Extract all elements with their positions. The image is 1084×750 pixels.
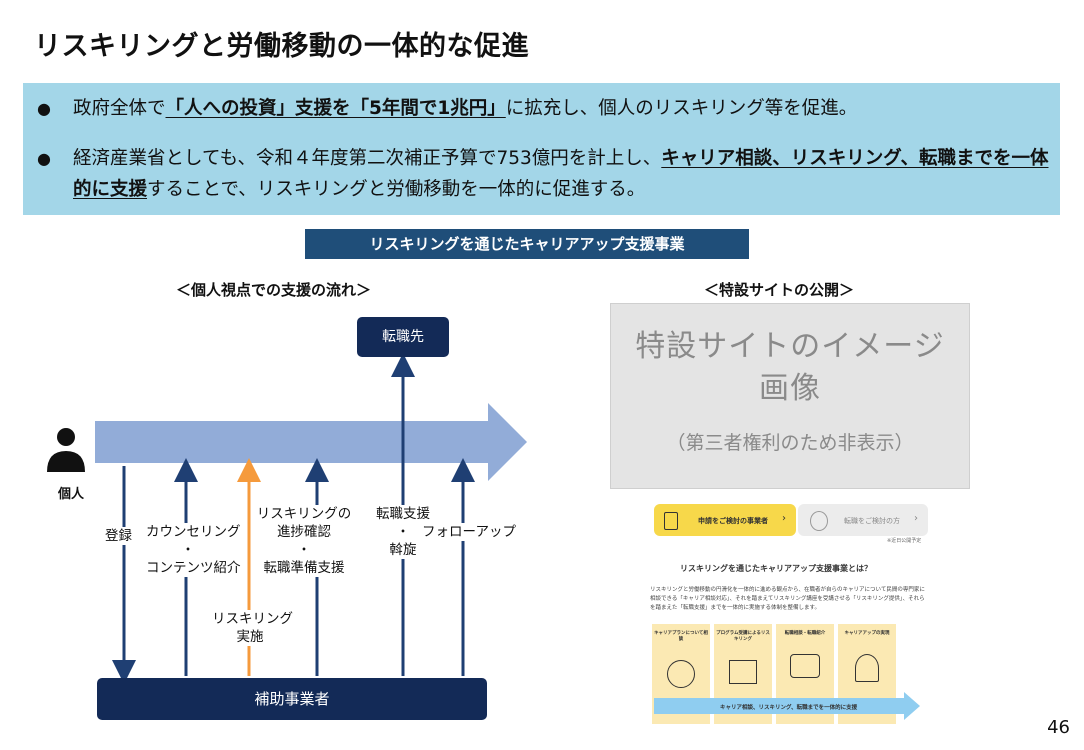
program-banner: リスキリングを通じたキャリアアップ支援事業 (305, 229, 749, 259)
summary-box: ● 政府全体で「人への投資」支援を「5年間で1兆円」に拡充し、個人のリスキリング… (23, 83, 1060, 215)
chevron-right-icon: › (782, 513, 786, 524)
followup-label: フォローアップ (422, 523, 516, 541)
placeholder-title: 特設サイトのイメージ 画像 (635, 329, 945, 406)
bullet2-emphasis: キャリア相談、リスキリング、転職までを一体的に支援 (73, 148, 1049, 200)
site-secondary-button[interactable]: 転職をご検討の方 › (798, 504, 928, 536)
reskilling-label: リスキリング 実施 (212, 610, 293, 646)
site-preview: 申請をご検討の事業者 › 転職をご検討の方 › ※近日公開予定 リスキリングを通… (640, 500, 940, 728)
study-icon (729, 660, 757, 684)
placeholder-subtitle: （第三者権利のため非表示） (666, 432, 914, 454)
site-footer-text: キャリア相談、リスキリング、転職までを一体的に支援 (720, 705, 858, 711)
site-footer-arrow (654, 692, 920, 720)
site-note: ※近日公開予定 (887, 538, 922, 544)
bullet1-emphasis: 「人への投資」支援を「5年間で1兆円」 (165, 98, 506, 119)
consultation-icon (667, 660, 695, 688)
journey-arrow (95, 403, 527, 481)
site-body-text: リスキリングと労働移動の円滑化を一体的に進める観点から、在職者が自らのキャリアに… (650, 587, 925, 611)
flow-heading: ＜個人視点での支援の流れ＞ (176, 281, 372, 299)
bullet1-text: 政府全体で (73, 98, 166, 119)
page-title: リスキリングと労働移動の一体的な促進 (34, 31, 529, 62)
destination-box: 転職先 (357, 317, 449, 357)
bullet1-text-end: に拡充し、個人のリスキリング等を促進。 (505, 98, 858, 119)
meeting-icon (790, 654, 820, 678)
progress-label: リスキリングの 進捗確認 ・ 転職準備支援 (254, 505, 354, 577)
page-number: 46 (1047, 717, 1070, 738)
register-label: 登録 (105, 527, 132, 545)
summary-bullet-1: ● 政府全体で「人への投資」支援を「5年間で1兆円」に拡充し、個人のリスキリング… (37, 93, 1063, 124)
bullet2-text-end: することで、リスキリングと労働移動を一体的に促進する。 (147, 179, 646, 200)
operator-box: 補助事業者 (97, 678, 487, 720)
bullet-dot-icon: ● (37, 99, 51, 118)
job-support-label: 転職支援 ・ 斡旋 (368, 505, 438, 559)
person-outline-icon (810, 511, 828, 531)
chevron-right-icon: › (914, 513, 918, 524)
person-label: 個人 (58, 487, 85, 502)
summary-bullet-2: ● 経済産業省としても、令和４年度第二次補正予算で753億円を計上し、キャリア相… (37, 143, 1063, 205)
counseling-label: カウンセリング ・ コンテンツ紹介 (146, 523, 241, 577)
site-primary-button[interactable]: 申請をご検討の事業者 › (654, 504, 796, 536)
site-heading: ＜特設サイトの公開＞ (704, 281, 855, 299)
bullet2-text: 経済産業省としても、令和４年度第二次補正予算で753億円を計上し、 (73, 148, 662, 169)
person-icon (47, 428, 85, 472)
document-icon (664, 512, 678, 530)
site-section-title: リスキリングを通じたキャリアアップ支援事業とは？ (680, 564, 872, 573)
bullet-dot-icon: ● (37, 149, 51, 168)
success-icon (855, 654, 879, 682)
site-image-placeholder: 特設サイトのイメージ 画像 （第三者権利のため非表示） (610, 303, 970, 489)
